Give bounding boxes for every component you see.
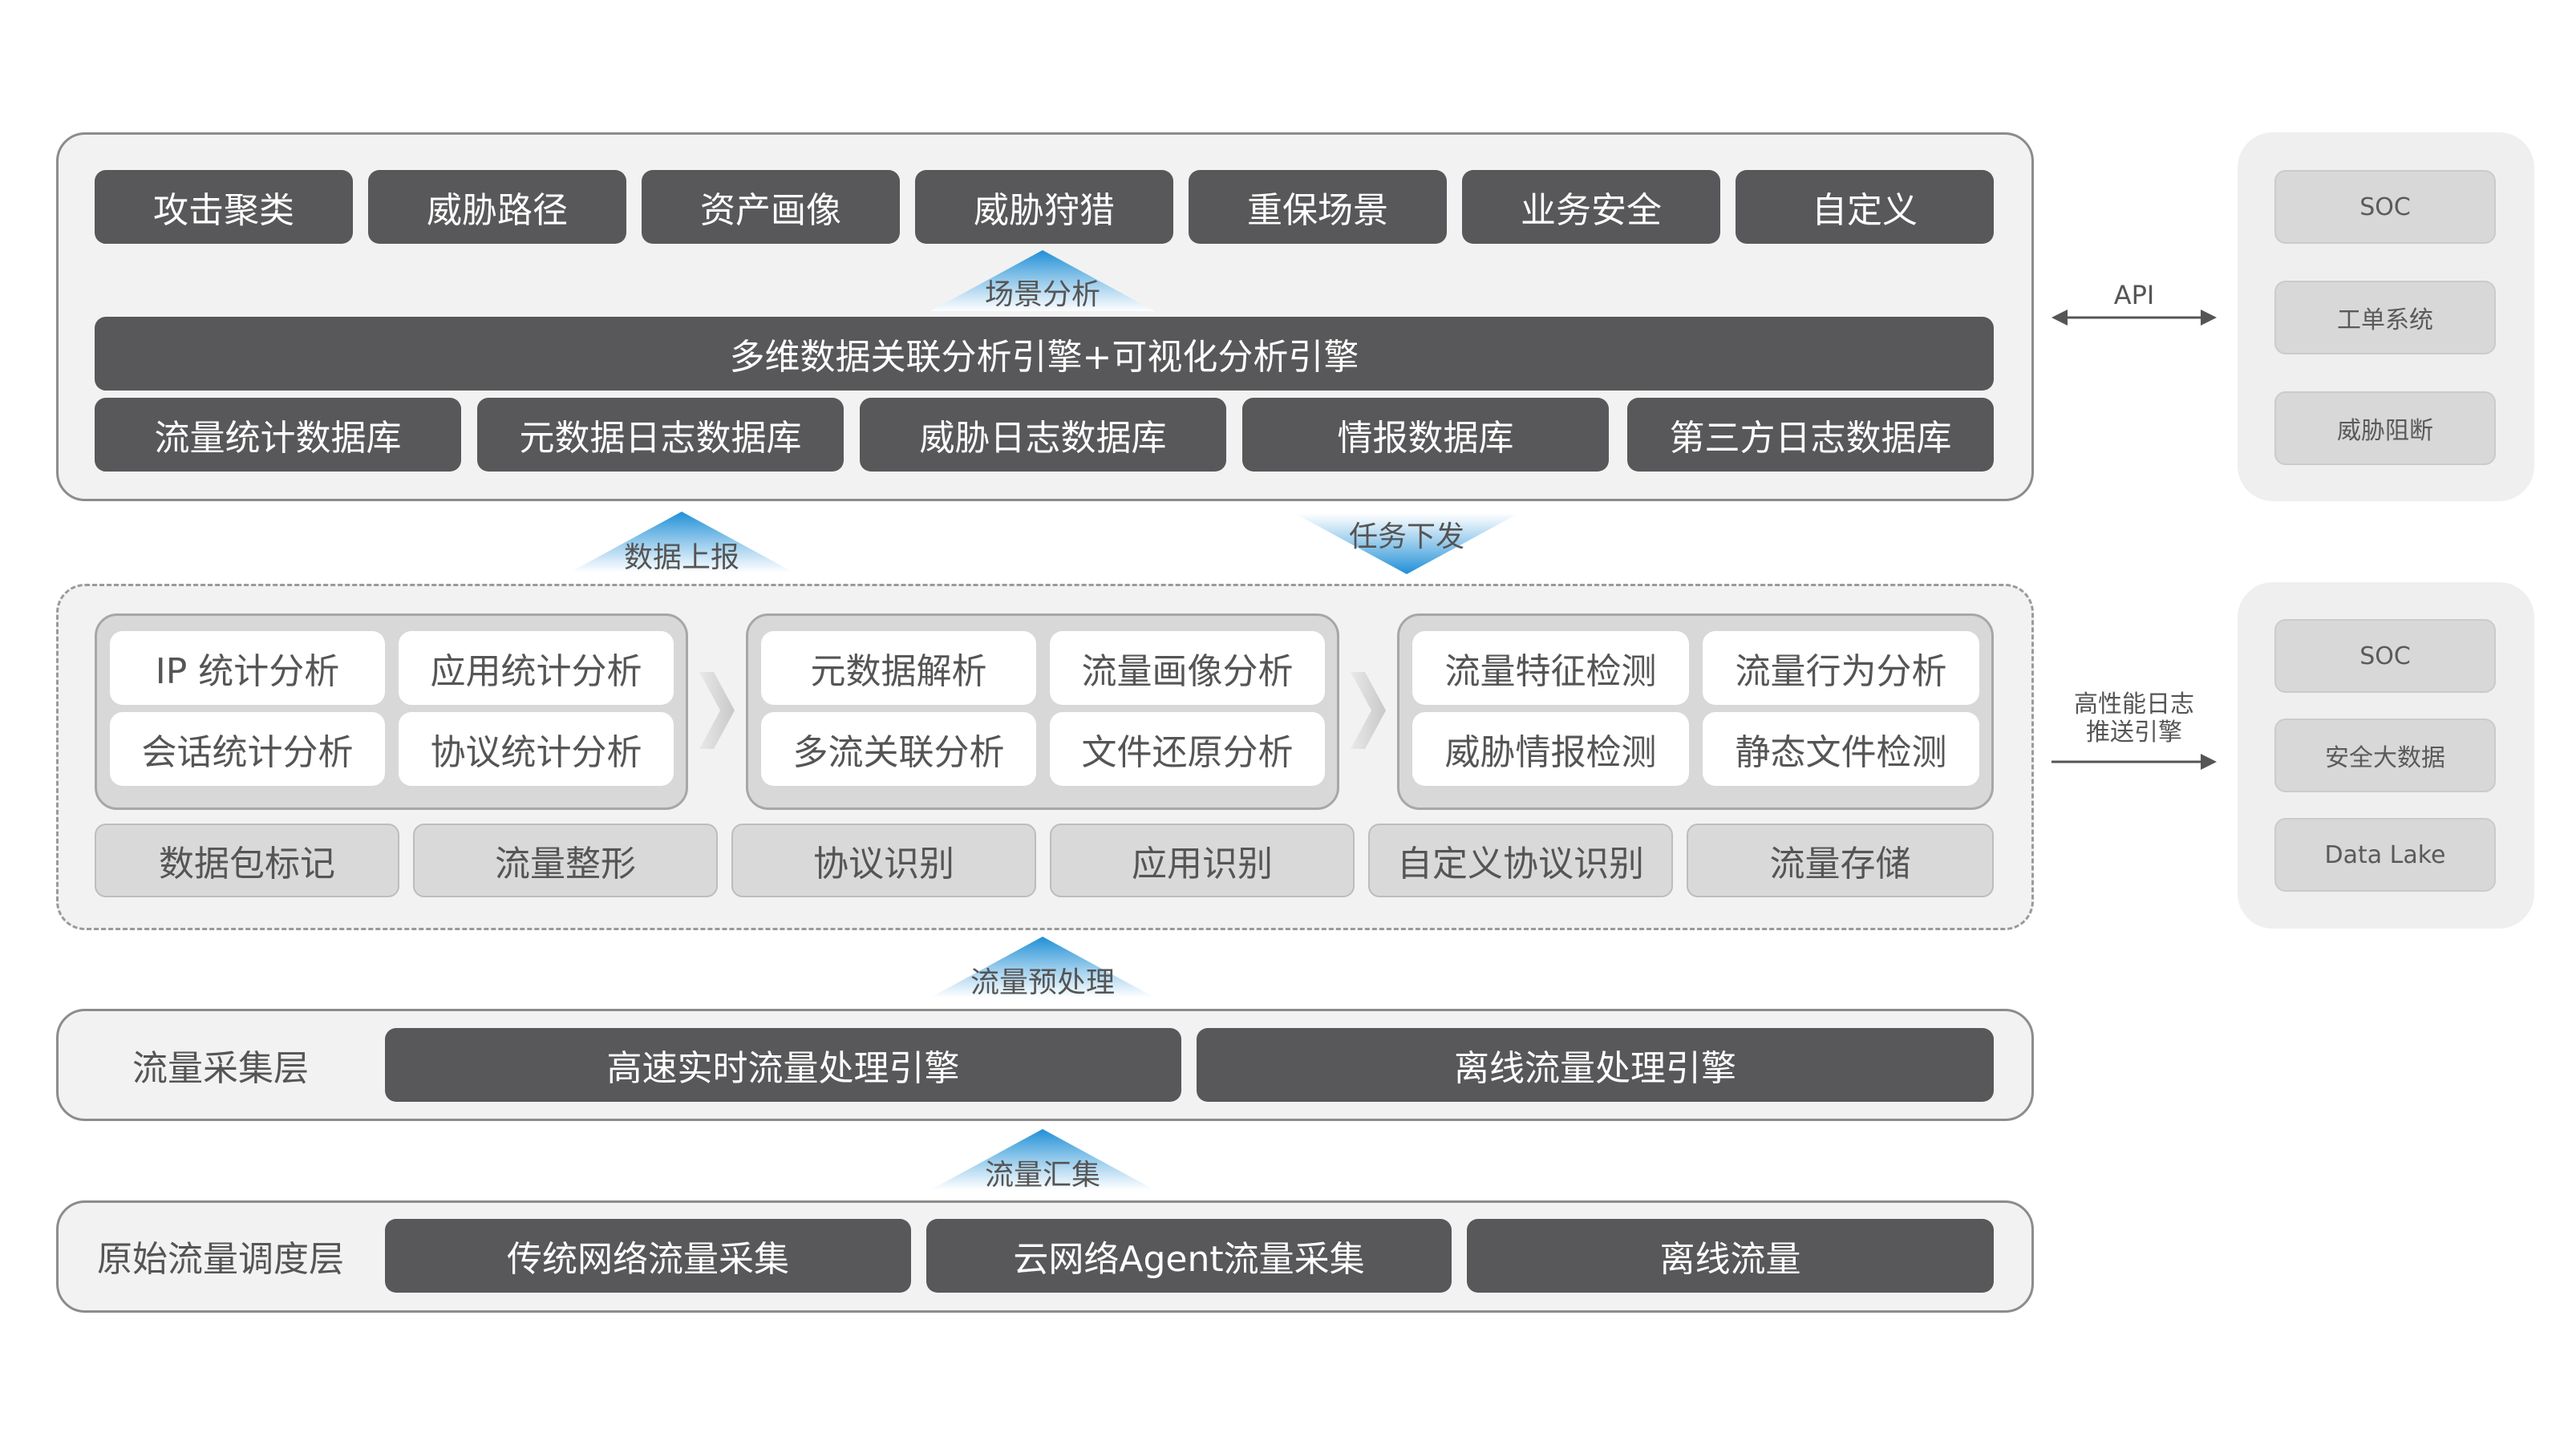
- scenario-attack-clustering: 攻击聚类: [95, 170, 353, 244]
- scenario-analysis-arrow: [930, 250, 1155, 311]
- realtime-traffic-engine: 高速实时流量处理引擎: [385, 1028, 1181, 1102]
- file-restoration-analysis: 文件还原分析: [1050, 712, 1325, 786]
- db-intelligence: 情报数据库: [1242, 398, 1609, 472]
- scenario-threat-hunting: 威胁狩猎: [915, 170, 1173, 244]
- traffic-aggregate-arrow: [930, 1129, 1155, 1190]
- traffic-signature-detection: 流量特征检测: [1412, 631, 1689, 705]
- traffic-storage: 流量存储: [1687, 824, 1994, 897]
- log-push-label-line1: 高性能日志: [2074, 690, 2194, 718]
- offline-traffic-source: 离线流量: [1467, 1219, 1994, 1293]
- raw-scheduling-layer-label: 原始流量调度层: [97, 1239, 344, 1280]
- traffic-preprocess-arrow: [930, 937, 1155, 998]
- traffic-behavior-analysis: 流量行为分析: [1703, 631, 1979, 705]
- soc-system-top: SOC: [2274, 170, 2496, 244]
- protocol-statistics-analysis: 协议统计分析: [399, 712, 674, 786]
- correlation-visualization-engine: 多维数据关联分析引擎+可视化分析引擎: [95, 317, 1994, 391]
- static-file-detection: 静态文件检测: [1703, 712, 1979, 786]
- data-report-arrow: [569, 512, 794, 573]
- scenario-analysis-label: 场景分析: [984, 278, 1100, 311]
- scenario-business-security: 业务安全: [1462, 170, 1720, 244]
- session-statistics-analysis: 会话统计分析: [110, 712, 385, 786]
- ticket-system: 工单系统: [2274, 281, 2496, 354]
- packet-marking: 数据包标记: [95, 824, 399, 897]
- scenario-threat-path: 威胁路径: [368, 170, 626, 244]
- metadata-parsing: 元数据解析: [761, 631, 1036, 705]
- data-lake: Data Lake: [2274, 818, 2496, 892]
- offline-traffic-engine: 离线流量处理引擎: [1197, 1028, 1994, 1102]
- task-dispatch-arrow: [1294, 513, 1519, 574]
- db-threat-log: 威胁日志数据库: [860, 398, 1226, 472]
- log-push-arrow: [2051, 754, 2217, 770]
- app-statistics-analysis: 应用统计分析: [399, 631, 674, 705]
- traffic-profile-analysis: 流量画像分析: [1050, 631, 1325, 705]
- traffic-aggregate-label: 流量汇集: [984, 1159, 1100, 1192]
- protocol-identification: 协议识别: [731, 824, 1036, 897]
- db-metadata-log: 元数据日志数据库: [477, 398, 844, 472]
- cloud-agent-collection: 云网络Agent流量采集: [926, 1219, 1452, 1293]
- traffic-preprocess-label: 流量预处理: [970, 966, 1115, 999]
- scenario-critical-protection: 重保场景: [1189, 170, 1447, 244]
- api-bidirectional-arrow: [2051, 310, 2217, 326]
- log-push-engine-label: 高性能日志 推送引擎: [2043, 690, 2225, 747]
- db-traffic-statistics: 流量统计数据库: [95, 398, 461, 472]
- api-label: API: [2113, 280, 2155, 310]
- scenario-asset-profile: 资产画像: [642, 170, 900, 244]
- log-push-label-line2: 推送引擎: [2086, 718, 2182, 747]
- custom-protocol-identification: 自定义协议识别: [1368, 824, 1673, 897]
- threat-blocking: 威胁阻断: [2274, 391, 2496, 465]
- traditional-network-collection: 传统网络流量采集: [385, 1219, 911, 1293]
- data-report-label: 数据上报: [623, 541, 739, 574]
- ip-statistics-analysis: IP 统计分析: [110, 631, 385, 705]
- task-dispatch-label: 任务下发: [1348, 520, 1464, 553]
- chevron-right-icon: [1351, 672, 1386, 749]
- threat-intel-detection: 威胁情报检测: [1412, 712, 1689, 786]
- collection-layer-label: 流量采集层: [132, 1048, 309, 1089]
- chevron-right-icon: [699, 672, 735, 749]
- application-identification: 应用识别: [1050, 824, 1355, 897]
- security-big-data: 安全大数据: [2274, 718, 2496, 792]
- multi-flow-correlation: 多流关联分析: [761, 712, 1036, 786]
- traffic-shaping: 流量整形: [413, 824, 718, 897]
- soc-system-bottom: SOC: [2274, 619, 2496, 693]
- db-third-party-log: 第三方日志数据库: [1627, 398, 1994, 472]
- scenario-custom: 自定义: [1736, 170, 1994, 244]
